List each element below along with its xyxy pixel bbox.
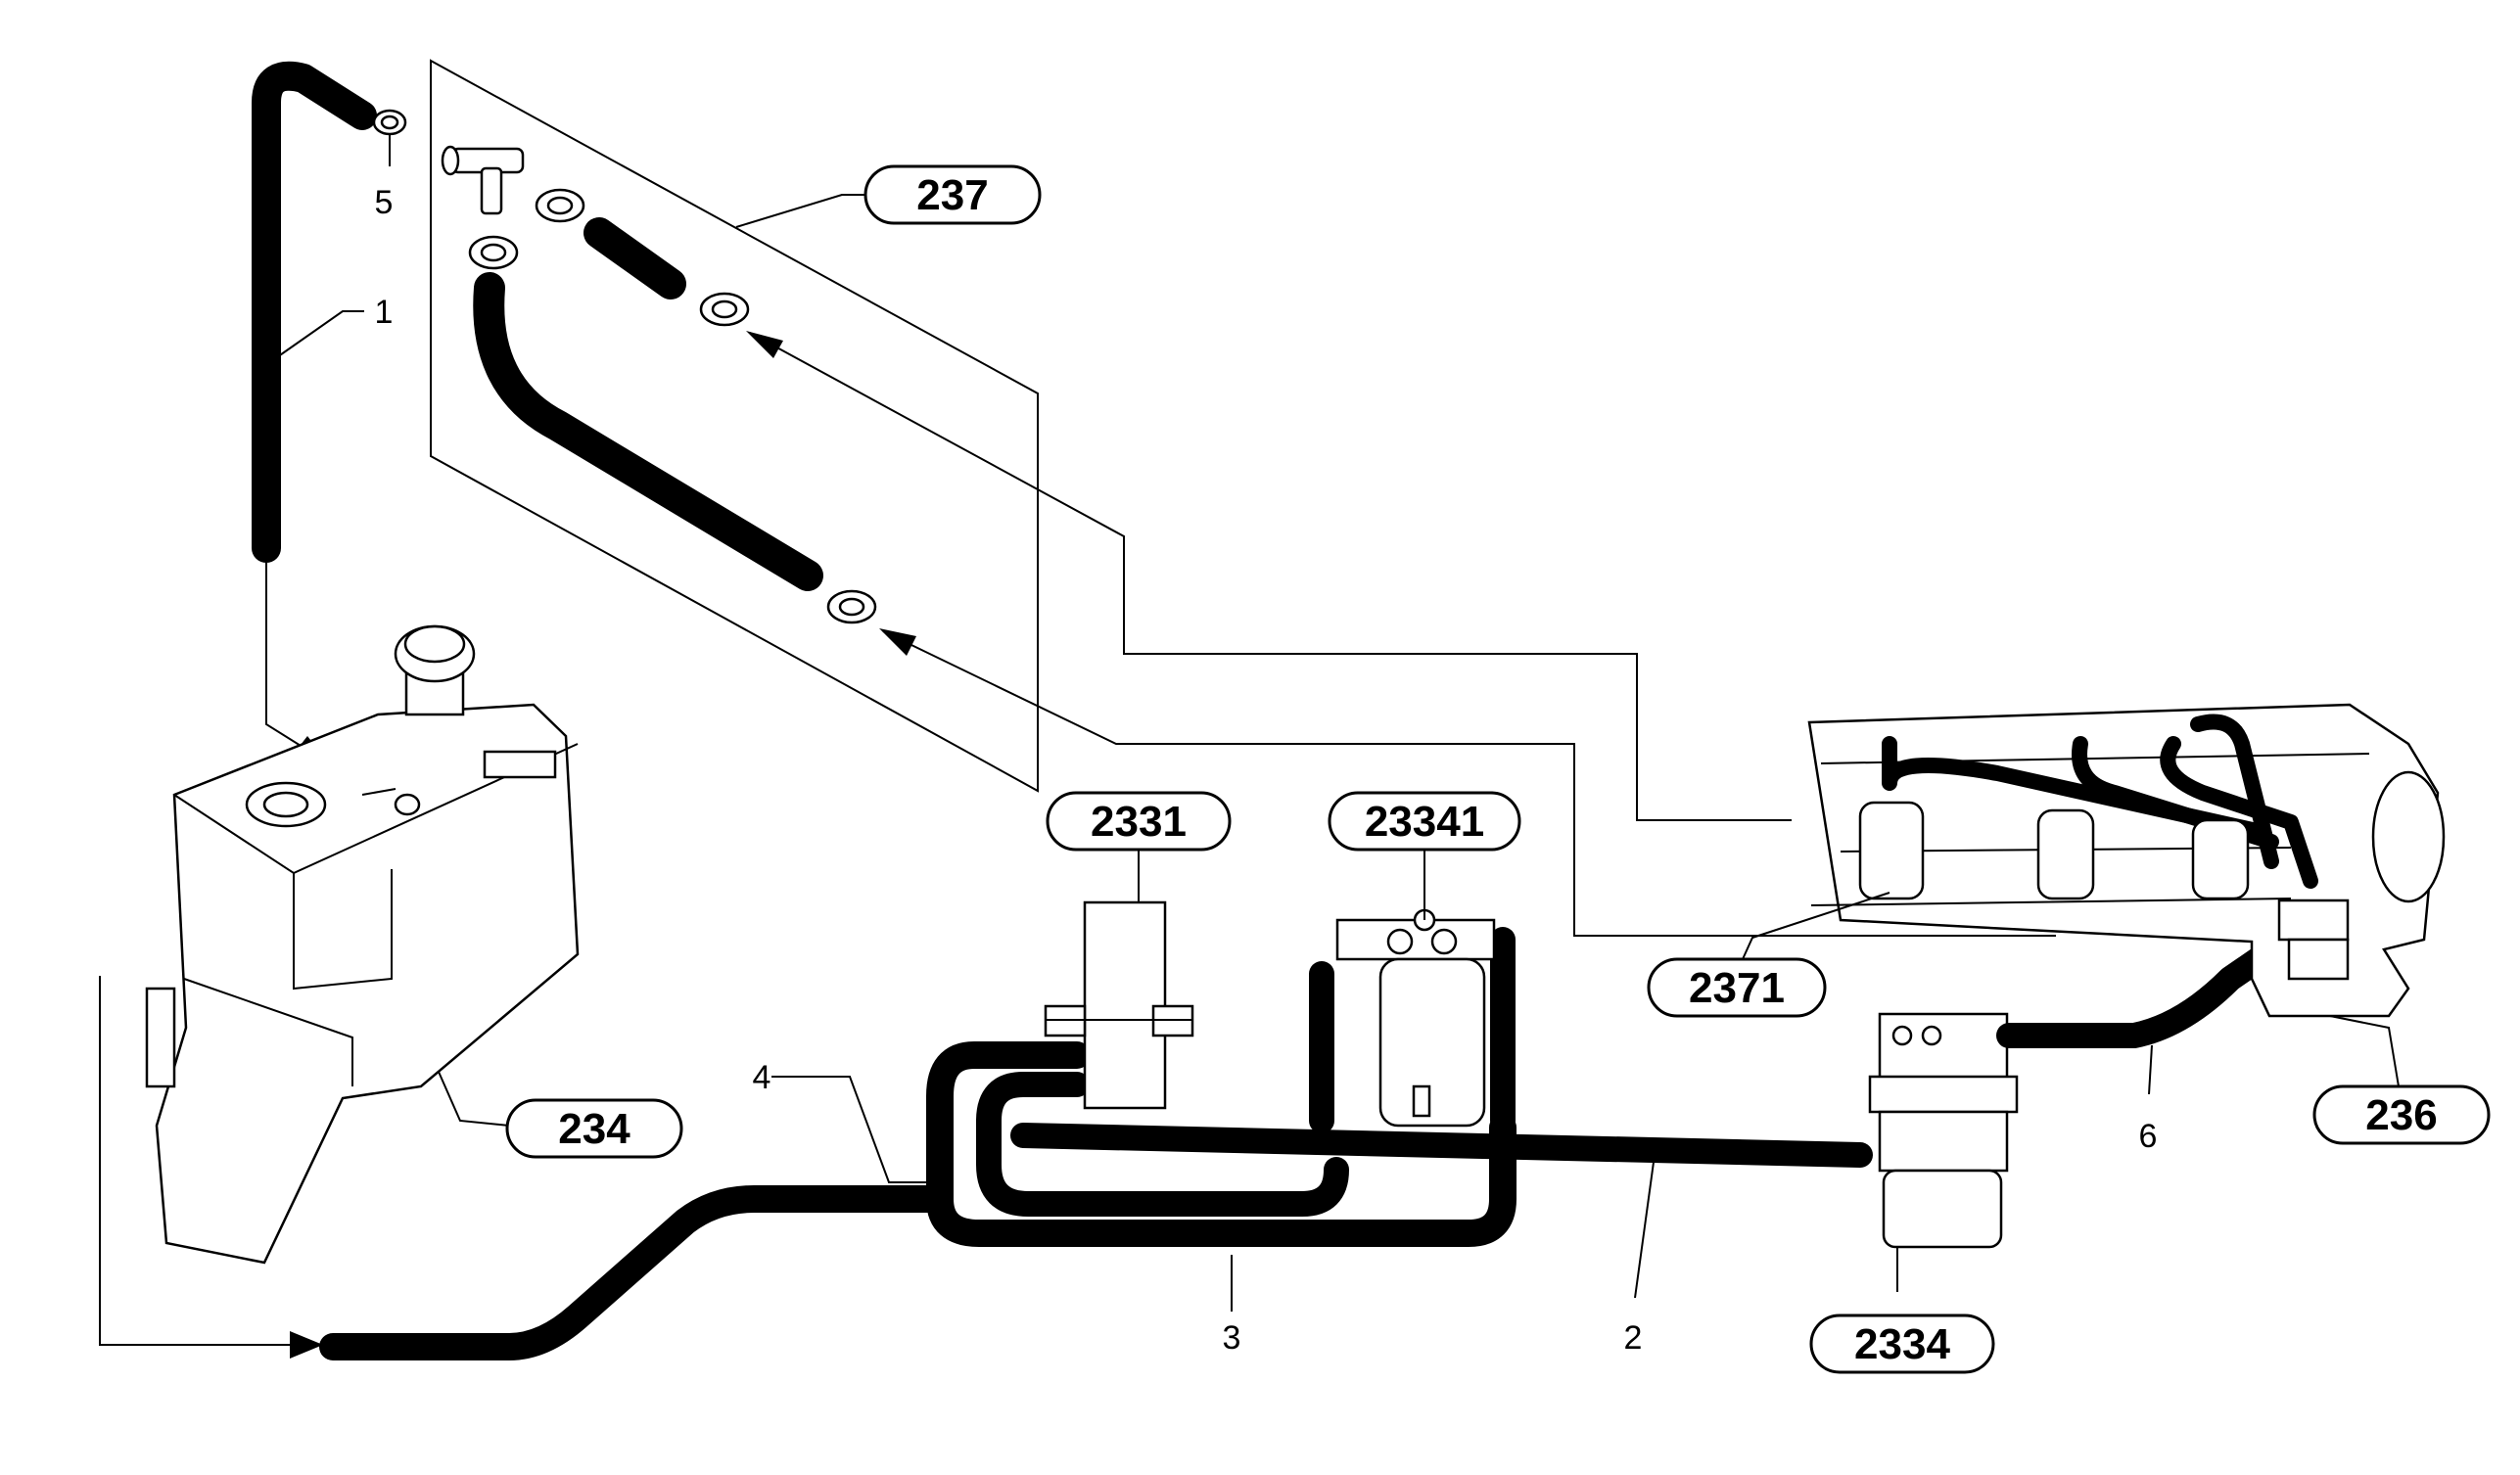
- callout-234: 234: [505, 1098, 683, 1159]
- hose-clamp: [468, 235, 519, 270]
- short-hose: [583, 217, 686, 300]
- hose-clamp-5: [372, 109, 407, 136]
- leader-234: [438, 1071, 510, 1127]
- main-fuel-hoses: [319, 927, 1873, 1360]
- engine-236: [1807, 703, 2446, 1018]
- group-237-frame: [430, 59, 1039, 793]
- leader-2371: [1742, 892, 1890, 960]
- long-return-hose: [473, 272, 823, 591]
- leader-237: [735, 194, 865, 228]
- item-number-6: 6: [2139, 1118, 2158, 1155]
- svg-text:2331: 2331: [1091, 798, 1187, 846]
- item-leaders: [276, 134, 2153, 1312]
- callout-237: 237: [863, 164, 1042, 225]
- svg-text:236: 236: [2365, 1091, 2437, 1139]
- callout-2334: 2334: [1809, 1314, 1995, 1374]
- hose-clamp: [699, 292, 750, 327]
- fuel-filter-2334: [1868, 945, 2274, 1249]
- fuel-filter-23341: [1335, 908, 1496, 1128]
- svg-text:2371: 2371: [1689, 964, 1785, 1012]
- hose-clamp: [535, 188, 585, 223]
- item-number-4: 4: [753, 1059, 771, 1096]
- item-number-2: 2: [1624, 1319, 1643, 1357]
- svg-text:2334: 2334: [1854, 1320, 1950, 1368]
- tee-fitting: [441, 145, 525, 215]
- svg-text:234: 234: [558, 1105, 630, 1153]
- callout-2331: 2331: [1046, 791, 1232, 852]
- fuel-pump-2331: [1044, 900, 1194, 1110]
- hose-clamp: [826, 589, 877, 624]
- item-number-5: 5: [375, 184, 394, 221]
- vent-hose-1: [252, 61, 377, 563]
- svg-text:23341: 23341: [1365, 798, 1484, 846]
- fuel-tank-234: [145, 624, 580, 1265]
- callout-236: 236: [2312, 1084, 2491, 1145]
- item-number-1: 1: [375, 294, 394, 331]
- leader-236: [2329, 1015, 2400, 1087]
- svg-text:237: 237: [916, 171, 988, 219]
- item-number-3: 3: [1223, 1319, 1241, 1357]
- callout-23341: 23341: [1328, 791, 1521, 852]
- callout-2371: 2371: [1647, 957, 1827, 1018]
